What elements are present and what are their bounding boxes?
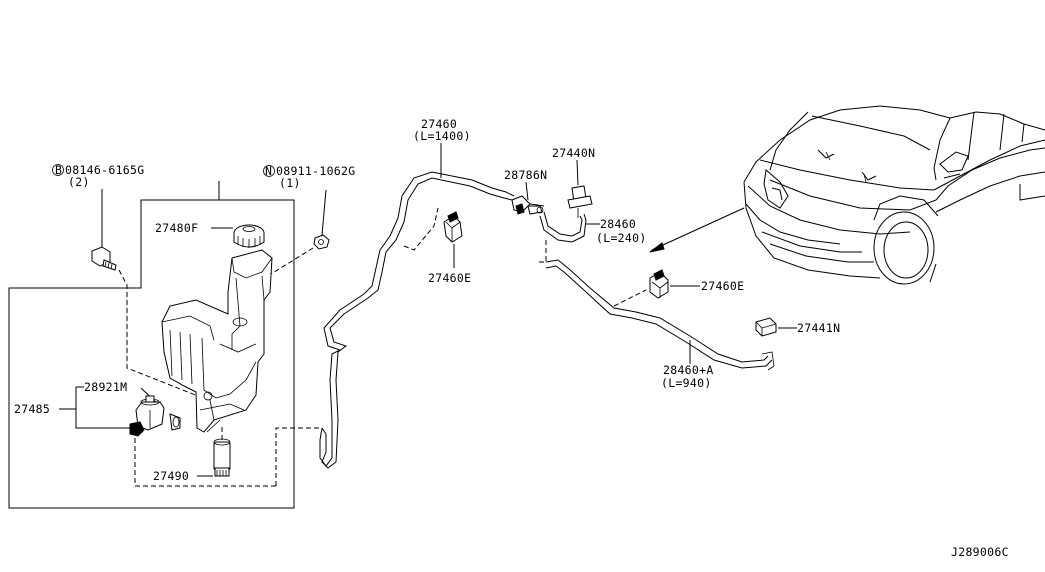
main-hose-group: 27460 (L=1400) 27460E 28786N xyxy=(319,117,547,469)
nut-qty-label: (1) xyxy=(279,176,301,190)
nozzle-right-icon xyxy=(755,317,777,337)
bolt-icon xyxy=(91,246,117,271)
reservoir-group: B 08146-6165G (2) N 08911-1062G (1) 2748… xyxy=(8,163,355,509)
washer-pump-icon xyxy=(129,395,181,437)
short-hose-label: 28460 xyxy=(600,217,636,231)
strainer-label: 27490 xyxy=(153,469,189,483)
bolt-prefix-circle xyxy=(52,164,64,176)
nut-dash-line xyxy=(257,247,314,283)
strainer-icon xyxy=(213,426,231,477)
joint-label: 28786N xyxy=(504,168,547,182)
main-hose xyxy=(321,177,513,469)
clip-left-icon xyxy=(443,211,463,243)
hose-dash-connect xyxy=(275,427,322,486)
bolt-code-label: 08146-6165G xyxy=(65,163,144,177)
cap-icon xyxy=(233,224,265,248)
nut-leader xyxy=(321,189,327,236)
main-hose-label: 27460 xyxy=(421,117,457,131)
pump-dash-line xyxy=(134,438,276,487)
long-hose-outer xyxy=(545,265,773,369)
nozzle-left-label: 27440N xyxy=(552,146,595,160)
bolt-dash-line xyxy=(118,269,204,399)
washer-tank xyxy=(161,249,273,433)
short-hose-outer xyxy=(539,213,587,243)
nut-prefix-circle xyxy=(263,165,275,177)
pointer-arrow xyxy=(649,207,745,253)
diagram-code: J289006C xyxy=(951,545,1009,559)
long-hose-end xyxy=(761,351,775,371)
main-hose-dash xyxy=(403,207,439,251)
nozzle-left-leader xyxy=(576,159,579,186)
clip-right-icon xyxy=(649,269,669,299)
nut-icon xyxy=(313,234,330,250)
bolt-qty-label: (2) xyxy=(68,175,90,189)
long-hose-group: 28460+A (L=940) 27460E 27441N xyxy=(545,259,840,390)
pump-assy-bracket xyxy=(75,387,133,429)
short-hose-length: (L=240) xyxy=(596,231,647,245)
tank-assembly-frame xyxy=(8,199,295,509)
long-hose-length: (L=940) xyxy=(661,376,712,390)
cap-label: 27480F xyxy=(155,221,198,235)
long-hose-label: 28460+A xyxy=(663,363,714,377)
nozzle-right-label: 27441N xyxy=(797,321,840,335)
bolt-prefix: B xyxy=(55,163,62,177)
clip-right-label: 27460E xyxy=(701,279,744,293)
main-hose-length: (L=1400) xyxy=(413,129,471,143)
main-hose-outer xyxy=(319,171,515,467)
nozzle-left-group: 27440N 28460 (L=240) xyxy=(536,146,647,263)
nozzle-left-icon xyxy=(567,185,593,218)
pump-assy-label: 27485 xyxy=(14,402,50,416)
clip-left-label: 27460E xyxy=(428,271,471,285)
nut-prefix: N xyxy=(265,164,272,178)
long-hose xyxy=(545,259,769,363)
joint-icon xyxy=(511,195,545,215)
joint-leader xyxy=(525,181,529,201)
short-hose-dash xyxy=(536,240,547,263)
short-hose xyxy=(543,211,583,237)
nut-code-label: 08911-1062G xyxy=(276,164,355,178)
grommet-label: 28921M xyxy=(84,380,127,394)
clip-right-dash xyxy=(613,289,647,307)
vehicle-front-illustration xyxy=(743,105,1045,285)
